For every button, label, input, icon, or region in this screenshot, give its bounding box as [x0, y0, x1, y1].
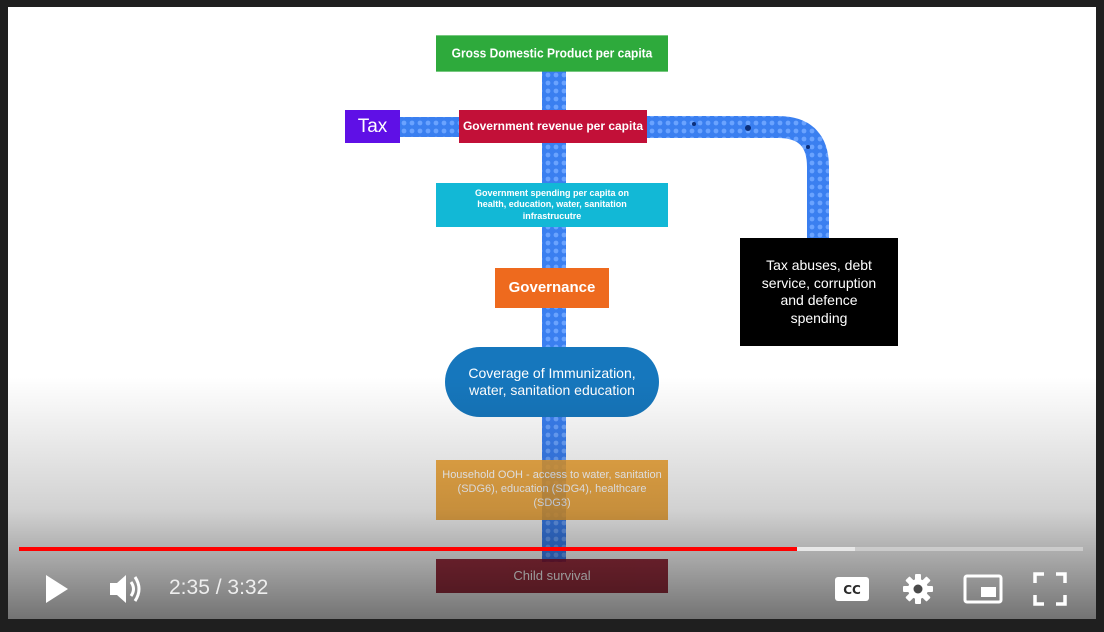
time-separator: / [209, 576, 228, 599]
mute-button[interactable] [104, 569, 148, 609]
current-time: 2:35 [169, 576, 210, 599]
video-frame[interactable]: Gross Domestic Product per capita Tax Go… [8, 7, 1096, 619]
time-display: 2:35 / 3:32 [169, 573, 268, 603]
video-player[interactable]: Gross Domestic Product per capita Tax Go… [8, 7, 1096, 619]
player-controls: 2:35 / 3:32 CC [8, 559, 1096, 619]
fullscreen-button[interactable] [1028, 569, 1072, 609]
household-box: Household OOH - access to water, sanitat… [436, 460, 668, 520]
revenue-box: Government revenue per capita [459, 110, 647, 143]
settings-button[interactable] [898, 569, 938, 609]
miniplayer-icon [963, 574, 1003, 604]
coverage-box: Coverage of Immunization, water, sanitat… [445, 347, 659, 417]
abuse-pipe [646, 116, 829, 239]
progress-played [19, 547, 798, 551]
pipe-network [398, 67, 829, 562]
play-icon [46, 575, 68, 603]
svg-text:CC: CC [843, 583, 861, 597]
fullscreen-icon [1033, 572, 1067, 606]
gear-icon [903, 574, 933, 604]
captions-button[interactable]: CC [830, 569, 874, 609]
gdp-box: Gross Domestic Product per capita [436, 35, 668, 72]
governance-box: Governance [495, 268, 609, 308]
tax-box: Tax [345, 110, 400, 143]
tax-abuses-box: Tax abuses, debt service, corruption and… [740, 238, 898, 346]
tax-pipe [398, 117, 463, 137]
play-button[interactable] [36, 569, 76, 609]
closed-captions-icon: CC [835, 577, 869, 601]
progress-bar[interactable] [19, 547, 1083, 551]
miniplayer-button[interactable] [960, 569, 1006, 609]
duration: 3:32 [227, 576, 269, 599]
volume-icon [110, 575, 141, 603]
spending-box: Government spending per capita on health… [436, 183, 668, 227]
